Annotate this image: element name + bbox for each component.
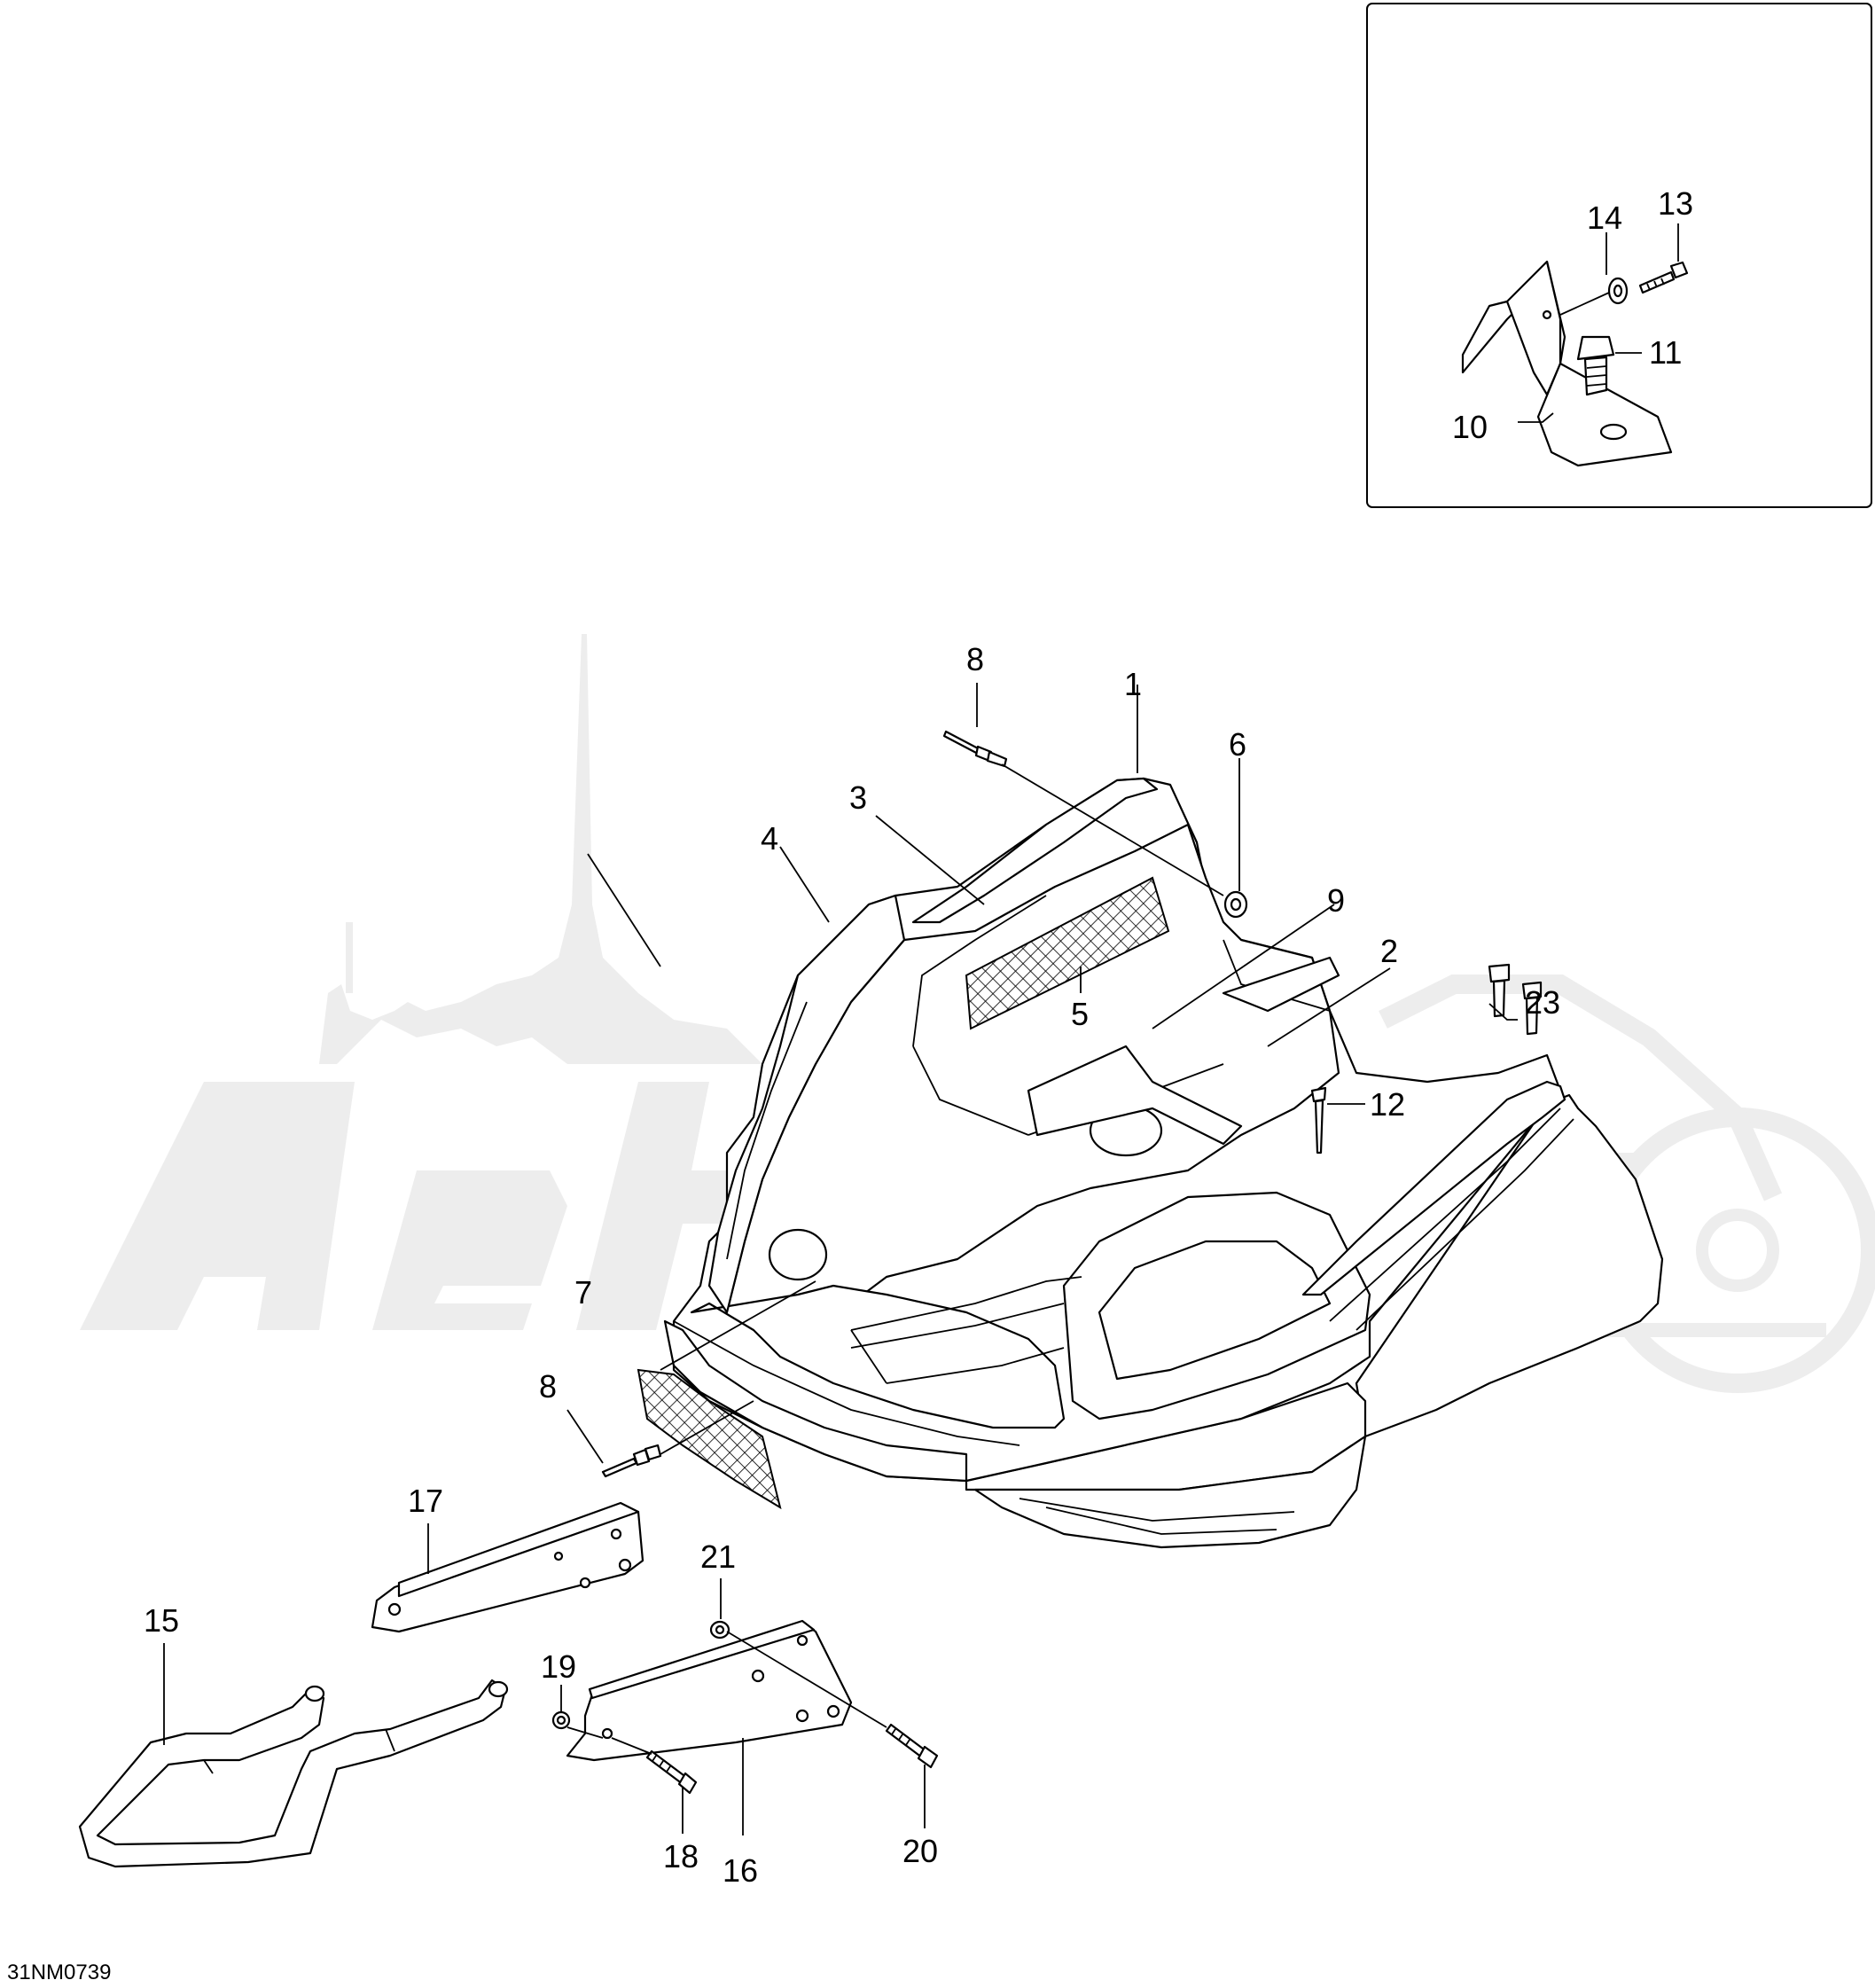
inset-frame	[1366, 3, 1872, 508]
part-7-front-mesh	[637, 1368, 782, 1510]
callout-13: 13	[1658, 185, 1693, 222]
callout-18: 18	[663, 1838, 699, 1875]
part-12-rivet	[1310, 1086, 1327, 1154]
part-15-bumper	[78, 1679, 509, 1868]
part-18-bolt	[645, 1749, 698, 1795]
part-9-decal	[1027, 956, 1340, 1146]
callout-23: 23	[1525, 984, 1560, 1021]
callout-16: 16	[723, 1852, 758, 1889]
part-21-nut	[709, 1620, 730, 1640]
callout-8-front: 8	[539, 1368, 557, 1405]
callout-19: 19	[541, 1648, 576, 1685]
part-8-rivet-front	[601, 1444, 662, 1478]
part-13-screw	[1638, 261, 1689, 294]
part-11-bolt	[1576, 335, 1615, 396]
callout-6: 6	[1229, 726, 1246, 763]
callout-7: 7	[574, 1274, 592, 1311]
callout-9: 9	[1327, 882, 1345, 919]
callout-4: 4	[761, 820, 778, 857]
part-5-upper-mesh	[965, 876, 1170, 1030]
part-10-bracket	[1461, 260, 1673, 467]
callout-3: 3	[849, 779, 867, 816]
part-20-bolt	[885, 1723, 939, 1769]
callout-21: 21	[700, 1538, 736, 1575]
callout-12: 12	[1370, 1086, 1405, 1123]
callout-1: 1	[1124, 666, 1142, 702]
drawing-reference: 31NM0739	[7, 1961, 111, 1984]
callout-2: 2	[1380, 933, 1398, 969]
callout-14: 14	[1587, 200, 1622, 236]
part-14-washer	[1607, 277, 1629, 305]
callout-20: 20	[902, 1833, 938, 1869]
callout-11: 11	[1649, 334, 1682, 371]
part-16-bracket	[566, 1619, 853, 1762]
part-23-screws	[1488, 963, 1543, 1036]
part-8-rivet-top	[942, 730, 1008, 768]
callout-17: 17	[408, 1483, 443, 1519]
part-19-nut	[551, 1710, 571, 1730]
callout-10: 10	[1452, 409, 1488, 445]
callout-5: 5	[1071, 996, 1089, 1032]
part-2-hood-body	[663, 777, 1664, 1549]
callout-15: 15	[144, 1602, 179, 1639]
part-3-deflector	[911, 777, 1159, 924]
callout-8-top: 8	[966, 641, 984, 677]
part-17-bracket	[371, 1501, 645, 1633]
part-6-grommet	[1223, 890, 1248, 919]
